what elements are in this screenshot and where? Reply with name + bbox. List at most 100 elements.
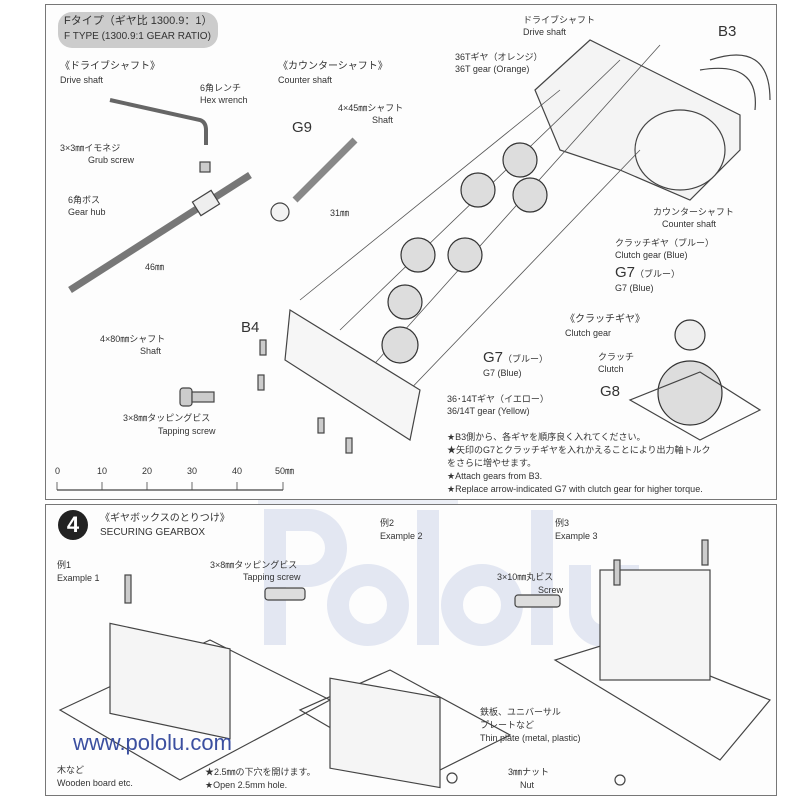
tapping-screw-label-en: Tapping screw	[158, 426, 216, 436]
clutch-gear-heading-en: Clutch gear	[565, 328, 612, 338]
drive-shaft-label-en: Drive shaft	[523, 27, 567, 37]
g9-label: G9	[292, 119, 313, 136]
scale-ticks	[56, 482, 284, 490]
shaft-45-label-jp: 4×45㎜シャフト	[338, 103, 404, 113]
g7-jp: （ブルー）	[635, 269, 681, 279]
scale-tick-label: 0	[55, 466, 61, 476]
g9-collar	[270, 202, 290, 222]
gear-g7-c	[387, 284, 423, 320]
screw-label-en: Screw	[538, 585, 564, 595]
gear-clutch	[512, 177, 548, 213]
scale-tick-label: 30	[187, 466, 198, 476]
motor-wires	[699, 54, 771, 111]
thin-plate-label-jp2: プレートなど	[480, 720, 535, 730]
screws	[179, 339, 353, 454]
scale-tick-label: 40	[232, 466, 243, 476]
note-line: ★Attach gears from B3.	[447, 471, 543, 481]
note-line: ★矢印のG7とクラッチギヤを入れかえることにより出力軸トルク	[447, 445, 711, 455]
watermark-letter-o	[441, 564, 523, 646]
nut-label-en: Nut	[520, 780, 535, 790]
example3-label-jp: 例3	[555, 518, 570, 528]
tapping-screw-bottom-en: Tapping screw	[243, 572, 301, 582]
g7-right-en: G7 (Blue)	[615, 283, 654, 293]
dimension-31mm: 31㎜	[330, 208, 350, 218]
g7-center-en: G7 (Blue)	[483, 368, 522, 378]
type-badge-en: F TYPE (1300.9:1 GEAR RATIO)	[64, 31, 211, 42]
gear-36t	[502, 142, 538, 178]
gear-g7-arrow	[460, 172, 496, 208]
gearbox-example1	[109, 622, 231, 740]
motor	[634, 109, 726, 191]
example1-label-en: Example 1	[57, 573, 100, 583]
nut-ex2	[446, 772, 458, 784]
b3-label: B3	[718, 23, 737, 40]
thin-plate-label-en: Thin plate (metal, plastic)	[480, 733, 581, 743]
g7-code: G7	[483, 349, 504, 366]
screw-label-jp: 3×10㎜丸ビス	[497, 572, 554, 582]
watermark-letter-o	[327, 564, 409, 646]
screw-ex3-b	[701, 539, 709, 566]
gear-hub-label-jp: 6角ボス	[68, 195, 101, 205]
hex-wrench-label-en: Hex wrench	[200, 95, 248, 105]
grub-screw	[199, 161, 211, 173]
gear-36t-label-jp: 36Tギヤ（オレンジ）	[455, 52, 543, 62]
wooden-board-label-en: Wooden board etc.	[57, 778, 133, 788]
clutch-gear-label-jp: クラッチギヤ（ブルー）	[615, 238, 715, 248]
nut-ex3	[614, 774, 626, 786]
shaft-80-label-en: Shaft	[140, 346, 162, 356]
step-number-badge: 4	[58, 510, 88, 540]
gear-36-14t	[381, 326, 419, 364]
gear-hub-label-en: Gear hub	[68, 207, 106, 217]
clutch-base-plate	[628, 371, 762, 441]
example2-label-en: Example 2	[380, 531, 423, 541]
drive-shaft	[68, 172, 252, 293]
hole-note-jp: ★2.5㎜の下穴を開けます。	[205, 767, 316, 777]
note-line: ★B3側から、各ギヤを順序良く入れてください。	[447, 432, 646, 442]
clutch-label-en: Clutch	[598, 364, 624, 374]
plate-b4	[284, 308, 421, 441]
counter-shaft-label-en: Counter shaft	[662, 219, 717, 229]
tapping-screw-label-jp: 3×8㎜タッピングビス	[123, 413, 211, 423]
g7-code: G7	[615, 264, 636, 281]
grub-screw-label-en: Grub screw	[88, 155, 135, 165]
example2-label-jp: 例2	[380, 518, 395, 528]
gear-36-14t-label-en: 36/14T gear (Yellow)	[447, 406, 530, 416]
example1-label-jp: 例1	[57, 560, 72, 570]
tapping-screw-bottom-jp: 3×8㎜タッピングビス	[210, 560, 298, 570]
counter-shaft	[292, 137, 358, 203]
drive-shaft-label-jp: ドライブシャフト	[523, 15, 596, 25]
thin-plate-label-jp1: 鉄板、ユニバーサル	[480, 707, 561, 717]
scale-tick-label: 20	[142, 466, 153, 476]
gear-g7-a	[400, 237, 436, 273]
scale-tick-label: 50㎜	[275, 466, 295, 476]
shaft-45-label-en: Shaft	[372, 115, 394, 125]
nut-label-jp: 3㎜ナット	[508, 767, 550, 777]
wooden-board-label-jp: 木など	[57, 765, 85, 775]
tapping-screw-sample	[179, 387, 193, 407]
type-badge-jp: Fタイプ（ギヤ比 1300.9：1）	[64, 15, 213, 27]
dimension-46mm: 46㎜	[145, 262, 165, 272]
note-line: ★Replace arrow-indicated G7 with clutch …	[447, 484, 703, 494]
tapping-screw-ex1	[124, 574, 132, 604]
gear-g7-b	[447, 237, 483, 273]
drive-shaft-heading-en: Drive shaft	[60, 75, 104, 85]
note-line: をさらに増やせます。	[447, 458, 537, 468]
scale-tick-label: 10	[97, 466, 108, 476]
clutch-part	[674, 319, 706, 351]
hex-wrench	[109, 98, 208, 145]
tapping-screw-sample-bottom	[264, 587, 306, 601]
screw-sample	[514, 594, 561, 608]
g7-jp: （ブルー）	[503, 354, 549, 364]
thin-plate-ex3	[553, 639, 771, 761]
counter-shaft-heading-jp: 《カウンターシャフト》	[278, 61, 388, 72]
gear-36t-label-en: 36T gear (Orange)	[455, 64, 530, 74]
gear-hub	[191, 189, 221, 217]
gearbox-example2	[329, 677, 441, 789]
example3-label-en: Example 3	[555, 531, 598, 541]
watermark-letter-p	[264, 509, 347, 645]
shaft-80-label-jp: 4×80㎜シャフト	[100, 334, 166, 344]
counter-shaft-heading-en: Counter shaft	[278, 75, 333, 85]
gear-g8	[657, 360, 723, 426]
clutch-gear-heading-jp: 《クラッチギヤ》	[565, 314, 645, 325]
